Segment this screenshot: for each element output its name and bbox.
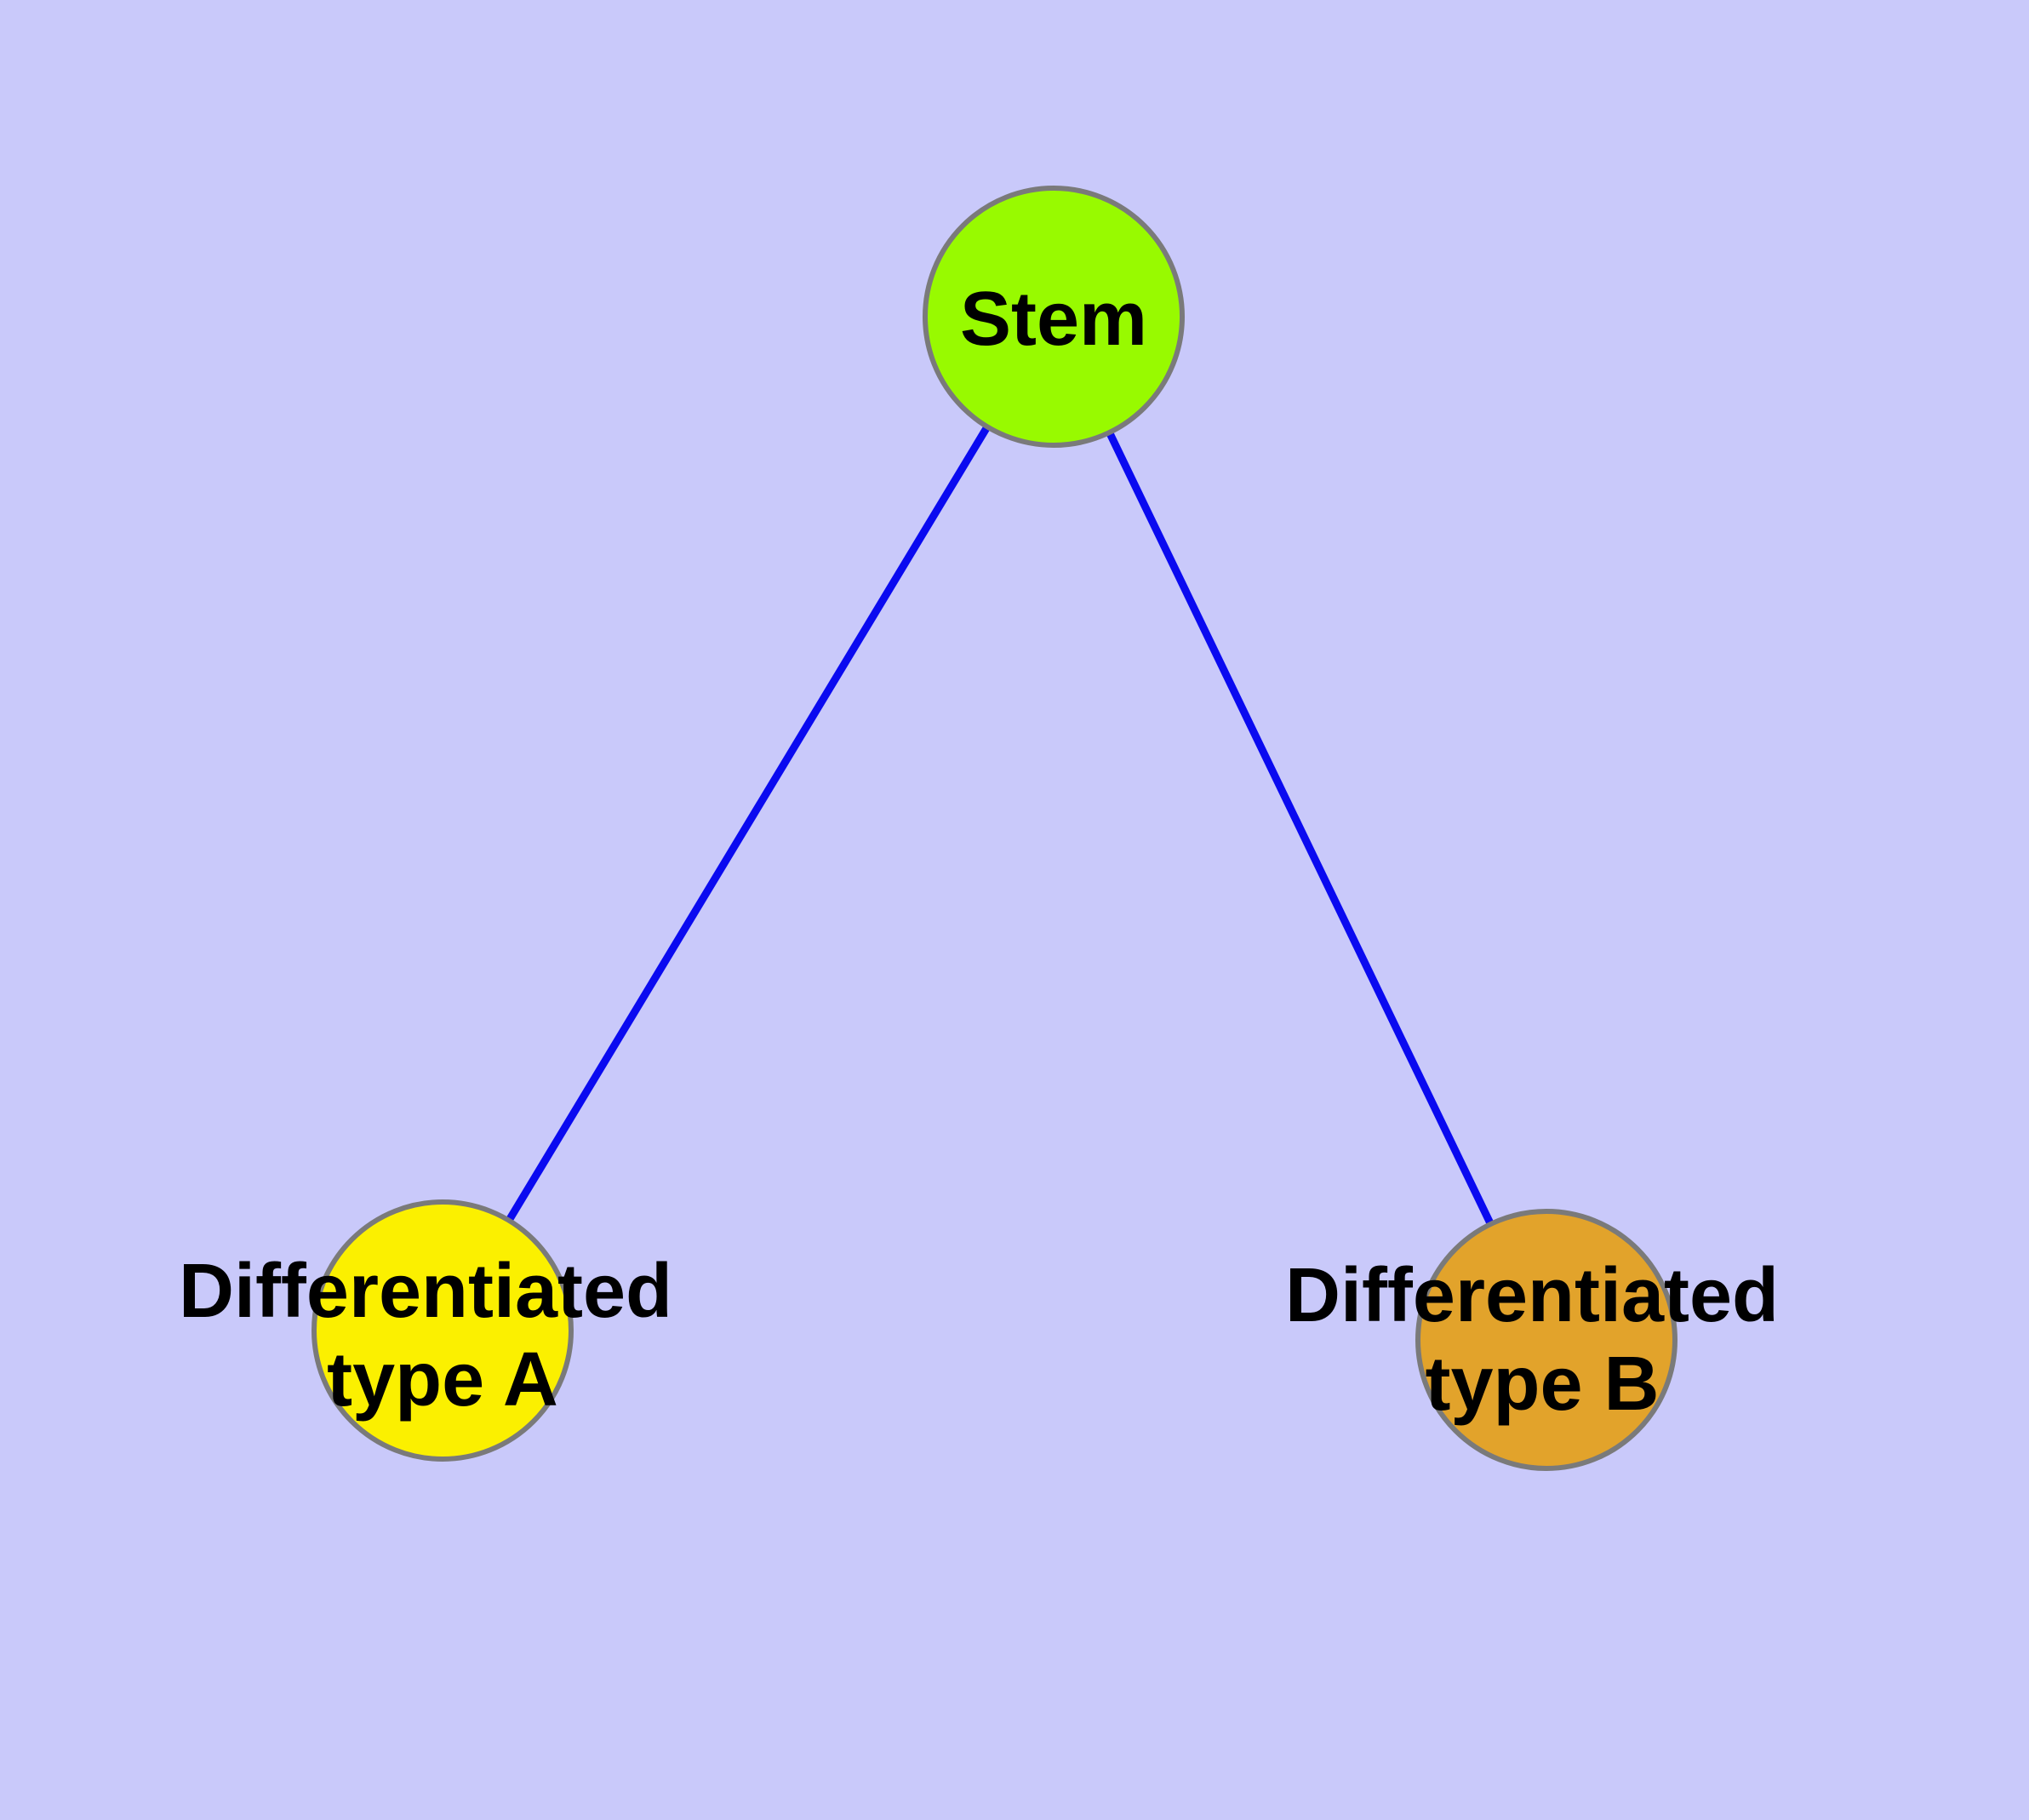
node-differentiated-type-a[interactable] [311, 1199, 574, 1462]
node-differentiated-type-b[interactable] [1415, 1209, 1677, 1471]
node-differentiated-type-b-label-line1: Differentiated [1285, 1253, 1779, 1338]
node-stem[interactable] [923, 186, 1185, 448]
edge-stem-to-type-a [439, 314, 1057, 1333]
node-differentiated-type-a-label-line1: Differentiated [179, 1249, 672, 1334]
node-differentiated-type-b-label-line2: type B [1425, 1342, 1659, 1427]
node-stem-label: Stem [960, 277, 1147, 362]
edge-stem-to-type-b [1049, 315, 1551, 1342]
node-differentiated-type-a-label-line2: type A [327, 1337, 558, 1422]
